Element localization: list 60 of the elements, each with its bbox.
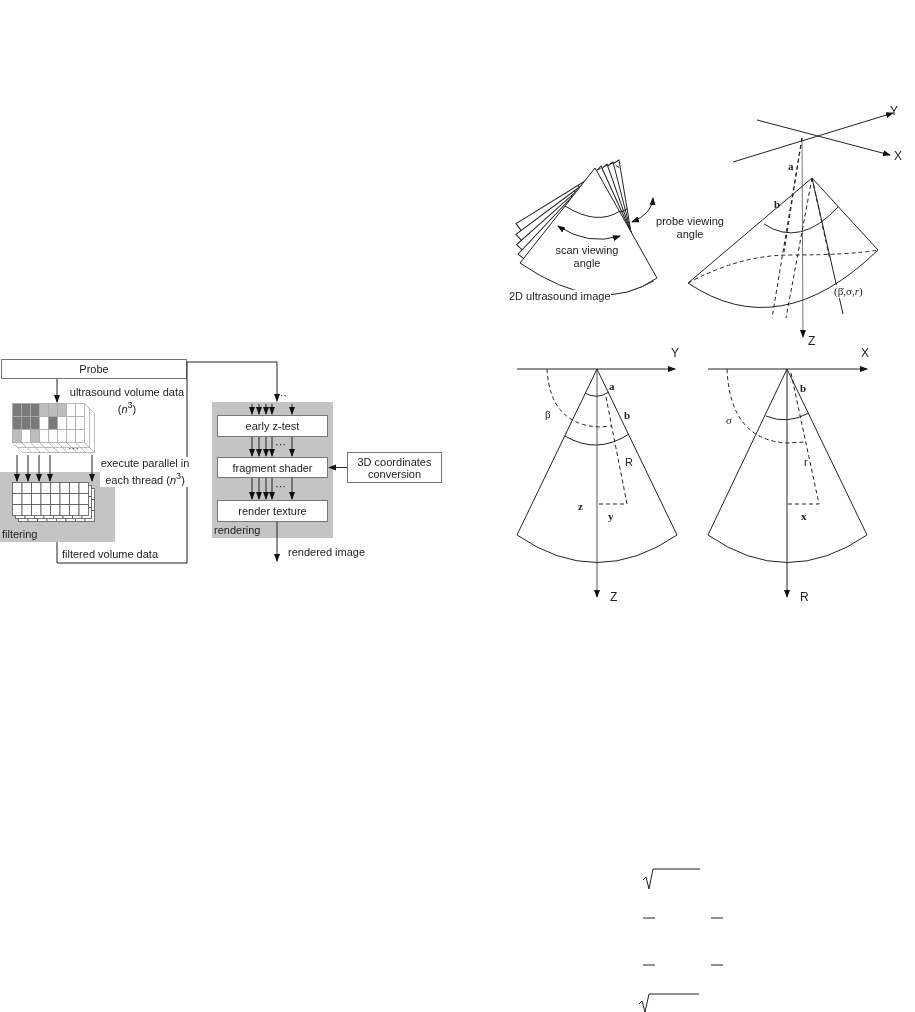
- arrow: [249, 436, 255, 457]
- process-box: early z-test: [217, 415, 328, 437]
- axis-label: Z: [610, 591, 618, 604]
- arrow: [328, 464, 348, 471]
- arrow: [274, 521, 280, 562]
- edge-label: rendered image: [288, 546, 366, 559]
- arrow: [56, 361, 280, 564]
- variable-label: a: [609, 380, 615, 393]
- arrow: [36, 454, 42, 482]
- panel-label: rendering: [214, 524, 261, 537]
- data-caption: ultrasound volume data (n$^{3}$): [68, 386, 186, 416]
- variable-label: b: [624, 409, 631, 422]
- arrow: [289, 477, 295, 500]
- variable-label: b: [800, 382, 807, 395]
- arrow: [25, 454, 31, 482]
- axis-label: Z: [808, 335, 816, 348]
- panel-label: filtering: [2, 528, 38, 541]
- axis-label: Y: [671, 347, 679, 360]
- arrow: [289, 403, 295, 415]
- arrow: [47, 454, 53, 482]
- ellipsis: ···: [276, 390, 287, 400]
- arrow: [263, 477, 269, 500]
- process-box: render texture: [217, 500, 328, 522]
- process-box: fragment shader: [217, 457, 328, 478]
- arrow: [263, 403, 269, 415]
- arrow: [269, 436, 275, 457]
- variable-label: r: [804, 456, 808, 469]
- arrow: [14, 454, 20, 482]
- arrow: [249, 477, 255, 500]
- axis-label: R: [800, 591, 809, 604]
- variable-label: a: [788, 160, 794, 173]
- arrow: [249, 403, 255, 415]
- stage-panel: [212, 402, 333, 538]
- arrow: [256, 477, 262, 500]
- process-box: 3D coordinates conversion: [347, 452, 442, 483]
- edge-label: execute parallel in each thread (n$^{3}$): [100, 457, 190, 487]
- arrow: [269, 403, 275, 415]
- process-box: Probe: [1, 359, 187, 379]
- arrow: [89, 454, 95, 482]
- arrow: [289, 436, 295, 457]
- axis-label: X: [894, 150, 902, 163]
- ellipsis: ···: [275, 481, 286, 491]
- arrow: [256, 436, 262, 457]
- variable-label: σ: [726, 414, 732, 427]
- variable-label: x: [801, 510, 807, 523]
- arrow: [54, 378, 60, 403]
- image-label: 2D ultrasound image: [509, 290, 611, 303]
- arrow: [263, 436, 269, 457]
- variable-label: R: [625, 456, 633, 469]
- variable-label: z: [578, 500, 583, 513]
- variable-label: y: [608, 510, 614, 523]
- ellipsis: ···: [68, 443, 79, 453]
- axis-label: Y: [890, 105, 898, 118]
- ellipsis: ···: [275, 439, 286, 449]
- edge-label: filtered volume data: [62, 548, 158, 561]
- arrow: [269, 477, 275, 500]
- coordinate-label: (β̇,σ,r): [834, 285, 863, 298]
- arrow: [256, 403, 262, 415]
- variable-label: β: [545, 408, 551, 421]
- axis-label: X: [861, 347, 869, 360]
